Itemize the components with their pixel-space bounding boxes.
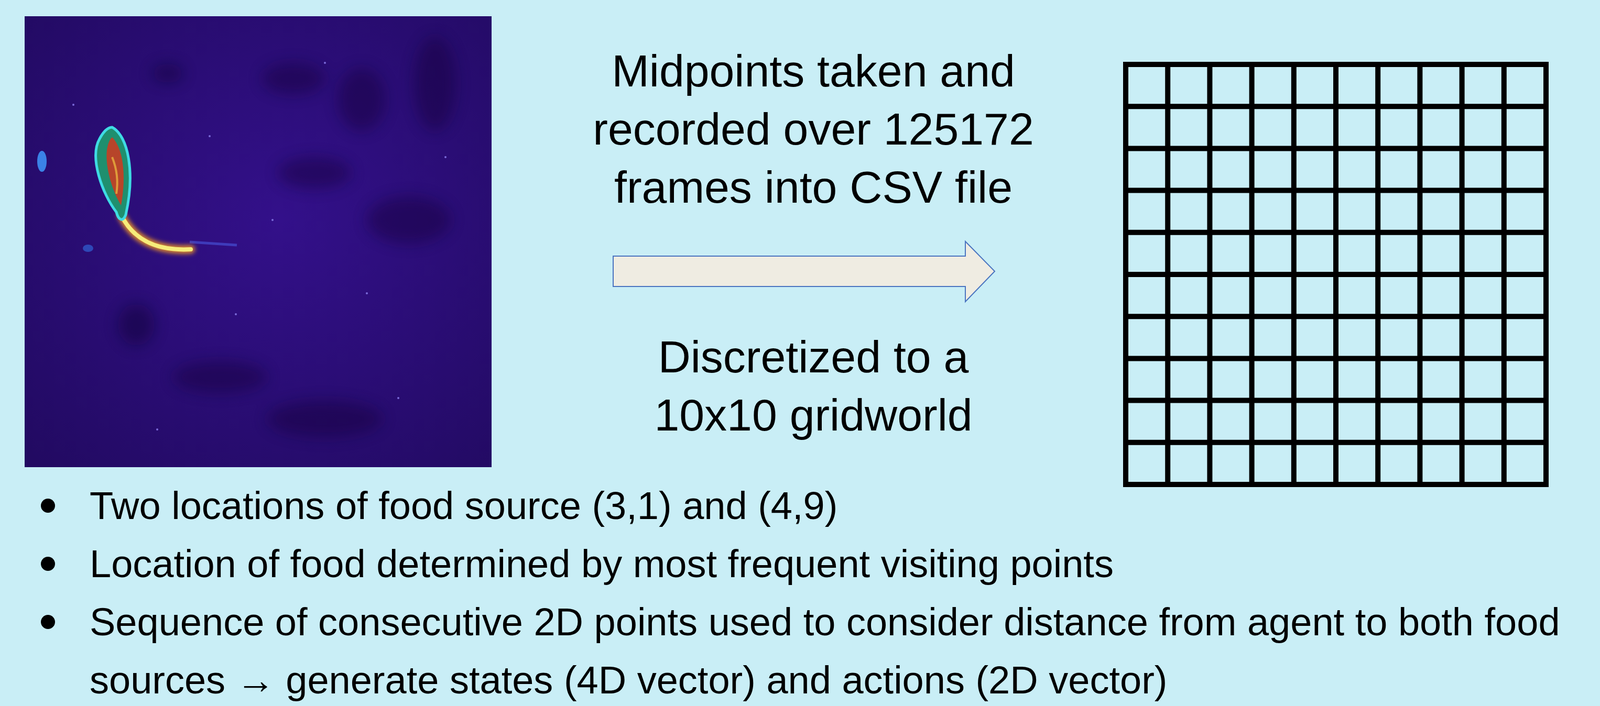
smudge: [338, 68, 386, 132]
organism-core: [106, 137, 124, 206]
speck: [397, 397, 400, 400]
bullet-list: Two locations of food source (3,1) and (…: [89, 476, 1578, 706]
step-caption: Midpoints taken and recorded over 125172…: [577, 41, 1050, 217]
speck: [156, 428, 159, 431]
speck: [72, 103, 75, 106]
grid-line: [1125, 230, 1547, 236]
image-ground: [24, 16, 492, 468]
block-arrow: [613, 241, 995, 302]
blue-spot: [82, 244, 94, 253]
grid-line: [1125, 271, 1547, 278]
grid-line: [1125, 398, 1547, 404]
speck: [444, 156, 447, 159]
smudge: [366, 196, 451, 244]
speck: [208, 135, 211, 138]
smudges: [117, 36, 456, 438]
grid-line: [1125, 355, 1547, 362]
tail-glow: [121, 215, 191, 250]
bullet-point: Location of food determined by most freq…: [89, 535, 1578, 594]
smudge: [117, 303, 155, 346]
grid-line: [1125, 440, 1547, 446]
gridworld: [1125, 64, 1547, 485]
speck: [323, 61, 326, 64]
grid-line: [1125, 145, 1547, 151]
smudge: [262, 62, 325, 95]
smudge: [151, 63, 184, 83]
faint-trail: [189, 242, 237, 246]
organism-tail: [121, 215, 191, 250]
bullet-point: Two locations of food source (3,1) and (…: [89, 476, 1578, 536]
grid-line: [1125, 188, 1547, 194]
organism-core-line: [112, 157, 118, 194]
specks: [72, 61, 447, 431]
smudge: [172, 361, 268, 394]
bullet-point: Sequence of consecutive 2D points used t…: [89, 593, 1578, 706]
step-caption: Discretized to a 10x10 gridworld: [614, 328, 1013, 445]
smudge: [267, 400, 383, 438]
microscope-image: [24, 16, 492, 468]
smudge: [414, 36, 456, 132]
speck: [234, 313, 237, 316]
grid-border: [1125, 64, 1547, 485]
speck: [271, 219, 274, 222]
smudge: [277, 157, 352, 189]
organism-body: [95, 127, 130, 220]
blue-spot: [37, 150, 47, 172]
speck: [365, 292, 368, 295]
grid-line: [1125, 103, 1547, 110]
grid-line: [1125, 313, 1547, 320]
